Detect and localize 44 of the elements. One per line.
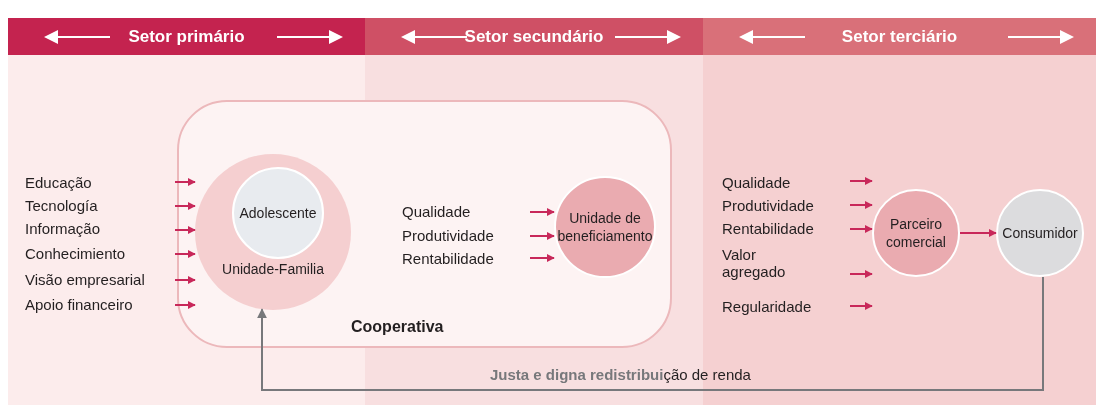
arrow	[529, 254, 555, 262]
cooperative-boundary	[177, 100, 672, 348]
arrow	[174, 301, 196, 309]
arrow	[174, 250, 196, 258]
arrow	[257, 275, 1044, 391]
arrow	[174, 226, 196, 234]
input-text: Produtividade	[402, 227, 494, 244]
sector-title: Setor primário	[128, 26, 245, 47]
input-text: Tecnología	[25, 197, 98, 214]
arrow	[529, 232, 555, 240]
node-label: Parceiro comercial	[885, 215, 947, 251]
input-text: Conhecimiento	[25, 245, 126, 262]
arrow	[174, 202, 196, 210]
sector-header-bar	[365, 18, 703, 55]
sector-title: Setor secundário	[464, 26, 604, 47]
input-text: Regularidade	[722, 298, 812, 315]
input-text: Valor agregado	[722, 246, 787, 280]
arrow	[174, 178, 196, 186]
arrow	[849, 201, 873, 209]
input-text: Qualidade	[722, 174, 791, 191]
sector-header-bar	[8, 18, 365, 55]
input-text: Rentabilidade	[402, 250, 494, 267]
input-text: Visão empresarial	[25, 271, 145, 288]
arrow	[849, 270, 873, 278]
node-label: Consumidor	[1001, 224, 1079, 242]
group-title: Cooperativa	[351, 318, 444, 336]
node-label: Adolescente	[238, 204, 318, 222]
arrow	[529, 208, 555, 216]
node-label: Unidade-Familia	[221, 260, 325, 278]
sector-header-bar	[703, 18, 1096, 55]
arrow	[959, 229, 997, 237]
input-text: Informação	[25, 220, 101, 237]
node-label: Unidade de beneficiamento	[556, 209, 654, 245]
input-text: Educação	[25, 174, 92, 191]
input-text: Qualidade	[402, 203, 471, 220]
input-text: Produtividade	[722, 197, 814, 214]
arrow	[849, 302, 873, 310]
arrow	[174, 276, 196, 284]
input-text: Apoio financeiro	[25, 296, 133, 313]
input-text: Rentabilidade	[722, 220, 814, 237]
sector-title: Setor terciário	[841, 26, 958, 47]
arrow	[849, 177, 873, 185]
edge-label: Justa e digna redistribuição de renda	[490, 366, 751, 383]
arrow	[849, 225, 873, 233]
